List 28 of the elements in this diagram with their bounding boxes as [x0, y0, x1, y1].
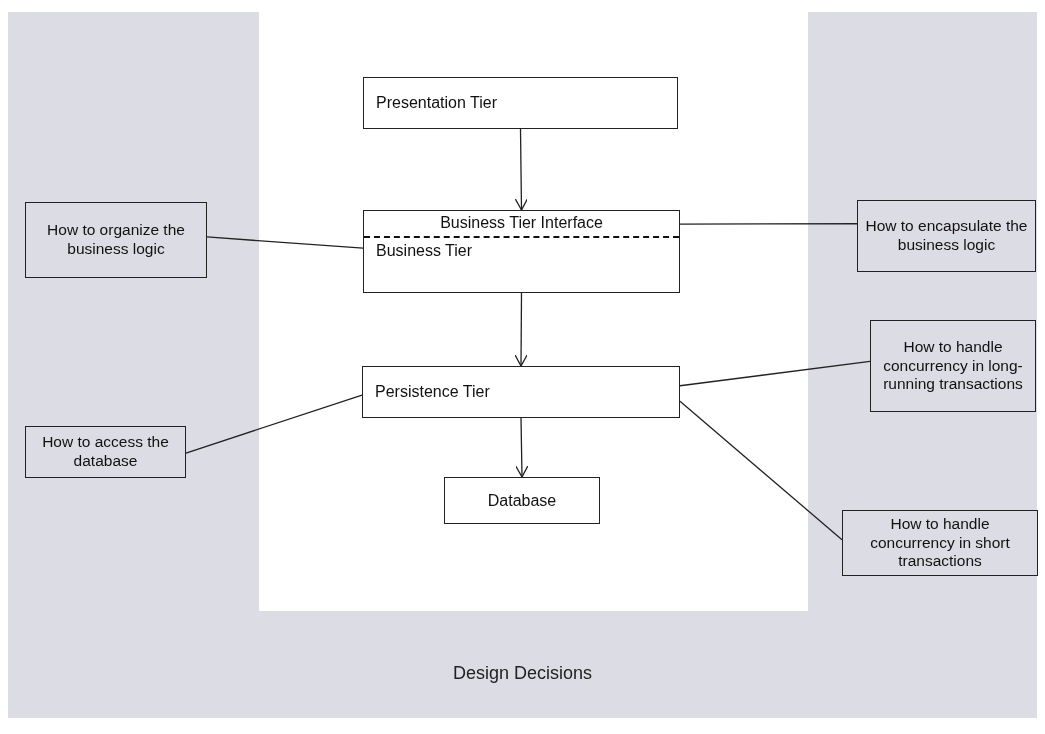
arrow [514, 128, 528, 211]
design-decision-box [25, 202, 207, 278]
decision-text: How to handle concurrency in long-running transactions [882, 338, 1024, 394]
tier-box [362, 366, 680, 418]
tier-box [363, 210, 680, 293]
connector-line [206, 236, 364, 249]
tier-label: Business Tier [376, 242, 473, 260]
design-decision-box [870, 320, 1036, 412]
connector-line [679, 223, 858, 225]
decision-text: How to access the database [41, 433, 170, 471]
connector-line [679, 360, 871, 387]
decision-text: How to handle concurrency in short transactions [869, 515, 1011, 571]
tier-label: Database [487, 491, 557, 510]
connector-line [679, 400, 843, 541]
arrow [515, 417, 529, 478]
tier-label: Persistence Tier [375, 383, 490, 401]
caption: Design Decisions [451, 663, 594, 684]
design-decision-box [25, 426, 186, 478]
decision-text: How to encapsulate the business logic [864, 217, 1029, 255]
design-decision-box [842, 510, 1038, 576]
arrow [514, 292, 528, 367]
tier-label: Presentation Tier [376, 94, 497, 112]
connector-line [185, 394, 363, 454]
design-decision-box [857, 200, 1036, 272]
decision-text: How to organize the business logic [46, 221, 186, 259]
interface-label: Business Tier Interface [439, 214, 604, 232]
database-box [444, 477, 600, 524]
tier-box [363, 77, 678, 129]
